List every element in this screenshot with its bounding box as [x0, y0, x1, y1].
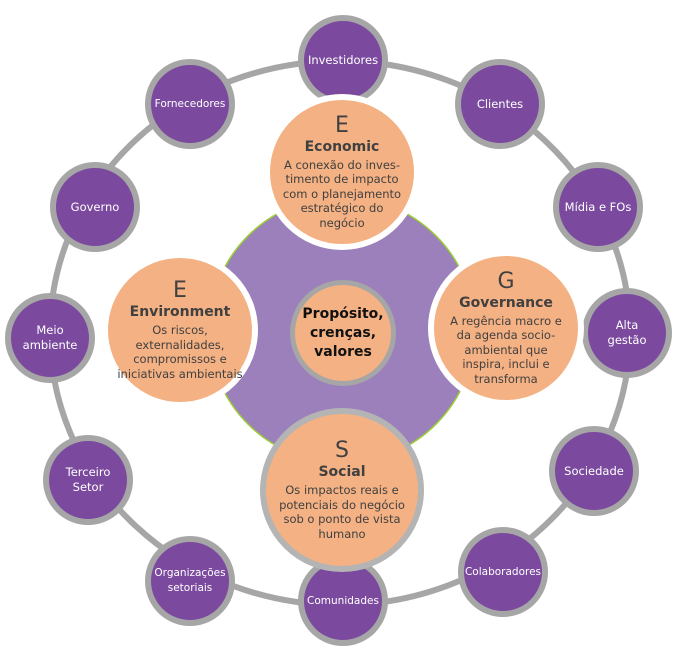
stakeholder-label: Investidores: [307, 52, 379, 67]
stakeholder-colaboradores: Colaboradores: [458, 527, 548, 617]
stakeholder-label: Sociedade: [564, 463, 624, 478]
pillar-description: Os riscos, externalidades, compromissos …: [117, 323, 243, 381]
pillar-letter: G: [497, 268, 515, 294]
pillar-description: Os impactos reais e potenciais do negóci…: [279, 483, 405, 541]
pillar-title: Social: [318, 464, 366, 480]
pillar-economic: E Economic A conexão do inves-timento de…: [264, 94, 420, 250]
stakeholder-label: Mídia e FOs: [564, 199, 632, 214]
pillar-description: A regência macro e da agenda socio-ambie…: [450, 313, 562, 386]
stakeholder-label: Clientes: [476, 96, 524, 111]
stakeholder-label: Fornecedores: [154, 97, 226, 110]
stakeholder-investidores: Investidores: [298, 15, 388, 105]
stakeholder-label: Comunidades: [307, 594, 379, 607]
pillar-governance: G Governance A regência macro e da agend…: [428, 250, 584, 406]
stakeholder-label: Organizações setoriais: [154, 567, 226, 594]
stakeholder-organizacoes: Organizações setoriais: [145, 536, 235, 626]
pillar-environment: E Environment Os riscos, externalidades,…: [102, 252, 258, 408]
stakeholder-label: Meio ambiente: [22, 323, 78, 352]
pillar-title: Economic: [304, 138, 380, 155]
pillar-title: Governance: [459, 294, 553, 311]
pillar-letter: E: [173, 278, 187, 303]
pillar-letter: E: [335, 112, 349, 138]
stakeholder-clientes: Clientes: [455, 59, 545, 149]
core-purpose-label: Propósito, crenças, valores: [302, 305, 384, 360]
core-purpose: Propósito, crenças, valores: [290, 280, 396, 386]
stakeholder-label: Colaboradores: [464, 565, 542, 578]
stakeholder-midia: Mídia e FOs: [553, 162, 643, 252]
stakeholder-fornecedores: Fornecedores: [145, 59, 235, 149]
stakeholder-label: Alta gestão: [607, 318, 647, 347]
stakeholder-label: Terceiro Setor: [65, 465, 111, 494]
pillar-description: A conexão do inves-timento de impacto co…: [282, 157, 402, 230]
stakeholder-sociedade: Sociedade: [549, 426, 639, 516]
stakeholder-terceiro-setor: Terceiro Setor: [43, 435, 133, 525]
stakeholder-meio-ambiente: Meio ambiente: [5, 293, 95, 383]
stakeholder-label: Governo: [70, 199, 120, 214]
pillar-title: Environment: [129, 304, 231, 320]
stakeholder-alta-gestao: Alta gestão: [582, 288, 672, 378]
pillar-letter: S: [335, 438, 349, 463]
pillar-social: S Social Os impactos reais e potenciais …: [260, 408, 424, 572]
stakeholder-governo: Governo: [50, 162, 140, 252]
